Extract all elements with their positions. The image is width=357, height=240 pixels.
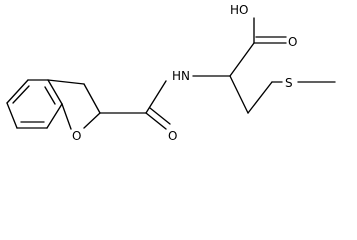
amide-carbonyl-oxygen-label: O xyxy=(168,129,177,143)
ring-oxygen-label: O xyxy=(72,129,81,143)
amide-group xyxy=(99,80,171,130)
sulfur-label: S xyxy=(285,76,293,90)
dihydrofuran-ring xyxy=(47,79,101,130)
bond xyxy=(6,102,18,129)
carbonyl-double-bond xyxy=(145,112,167,130)
bond xyxy=(61,103,72,130)
bond xyxy=(83,83,101,114)
benzene-ring xyxy=(6,79,63,129)
amino-acid-backbone xyxy=(192,42,336,114)
molecule-structure-diagram: HO O HN S O O xyxy=(6,3,336,143)
carboxylic-acid-group xyxy=(253,17,287,44)
aromatic-inner-bond xyxy=(44,86,56,105)
bond xyxy=(47,79,63,105)
bond xyxy=(229,75,249,114)
bond xyxy=(229,42,255,77)
bond xyxy=(46,103,63,129)
acid-carbonyl-oxygen-label: O xyxy=(288,35,297,49)
bond xyxy=(47,79,85,85)
hydroxyl-label: HO xyxy=(230,3,248,17)
bond xyxy=(247,81,273,114)
bond xyxy=(83,112,101,129)
amide-nitrogen-label: HN xyxy=(172,69,190,83)
carbonyl-double-bond xyxy=(149,107,171,125)
aromatic-inner-bond xyxy=(12,85,30,104)
bond xyxy=(145,80,167,114)
bond xyxy=(6,79,29,104)
